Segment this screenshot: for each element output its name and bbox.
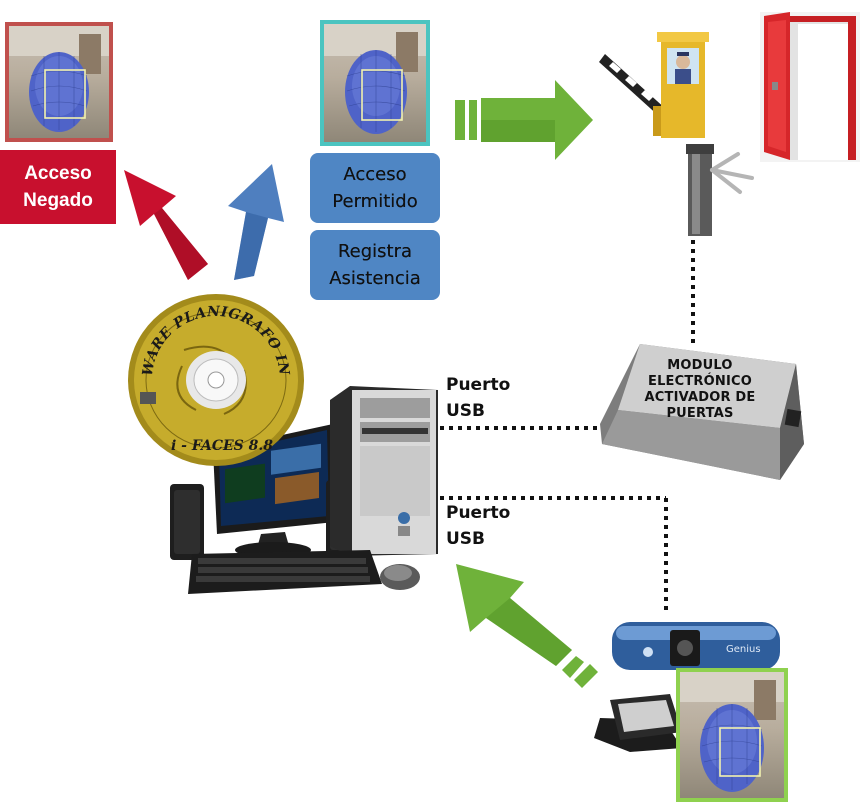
face-photo-webcam [676, 668, 788, 802]
barrier-gate-booth [599, 32, 709, 138]
module-label: MODULO ELECTRÓNICO ACTIVADOR DE PUERTAS [644, 358, 756, 421]
webcam-icon: Genius [594, 622, 780, 752]
access-permitted-label: Acceso Permitido [310, 153, 440, 223]
mouse-icon [380, 564, 420, 590]
usb-port-label-top: Puerto USB [446, 375, 511, 421]
pc-tower-icon [330, 386, 438, 556]
face-photo-denied [5, 22, 113, 142]
software-cd-disc: SOFTWARE PLANIGRAFO INPDAT i - FACES 8.8 [124, 290, 304, 466]
attendance-label: Registra Asistencia [310, 230, 440, 300]
webcam-brand-text: Genius [726, 644, 761, 655]
face-photo-permitted [320, 20, 430, 146]
usb-port-label-bottom: Puerto USB [446, 503, 511, 549]
permitted-arrow [228, 164, 284, 280]
denied-arrow [124, 170, 208, 280]
access-denied-label: Acceso Negado [0, 150, 116, 224]
green-arrow-right [455, 80, 593, 160]
turnstile-icon [686, 144, 754, 236]
door-activator-module [600, 344, 804, 480]
cd-version-text: i - FACES 8.8 [171, 438, 273, 454]
keyboard-icon [188, 550, 382, 594]
speaker-left-icon [170, 484, 204, 560]
green-arrow-from-webcam [456, 564, 598, 688]
door-icon [760, 12, 860, 162]
